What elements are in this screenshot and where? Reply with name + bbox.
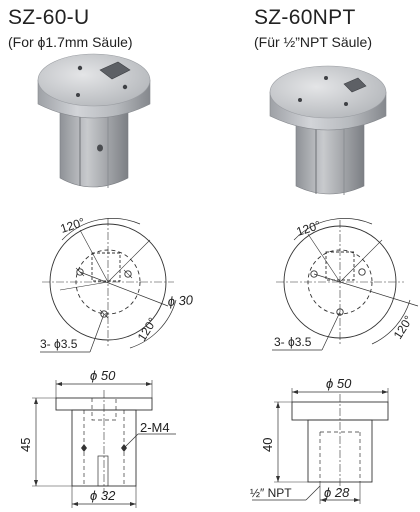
right-side-view — [252, 388, 389, 504]
right-thread-label: ½″ NPT — [250, 486, 292, 500]
right-holes-label: 3- ϕ3.5 — [274, 335, 312, 349]
left-top-socket — [91, 252, 121, 282]
left-holes-label: 3- ϕ3.5 — [40, 337, 78, 351]
left-top-view — [40, 218, 177, 353]
left-angle-bottom: 120° — [135, 315, 160, 344]
left-top-hole — [76, 268, 84, 276]
right-top-hole — [358, 268, 366, 276]
left-product-photo — [37, 53, 151, 188]
right-top-dia-label: ϕ 50 — [326, 376, 352, 391]
left-photo-screw-hole — [97, 144, 103, 152]
left-height-label: 45 — [18, 438, 33, 452]
left-top-dia-label: ϕ 50 — [90, 368, 116, 383]
right-product-photo — [269, 65, 387, 195]
right-angle-bottom: 120° — [391, 313, 416, 342]
left-top-hole — [100, 310, 108, 318]
left-bottom-dia-label: ϕ 32 — [90, 488, 116, 503]
right-title: SZ-60NPT — [254, 6, 356, 29]
right-top-hole — [310, 270, 318, 278]
left-top-hole — [124, 270, 132, 278]
right-bottom-dia-label: ϕ 28 — [324, 485, 350, 500]
right-top-view — [272, 218, 419, 351]
left-angle-top: 120° — [59, 215, 87, 236]
left-title: SZ-60-U — [8, 6, 90, 29]
left-subtitle: (For ϕ1.7mm Säule) — [8, 34, 133, 50]
right-subtitle: (Für ½”NPT Säule) — [254, 34, 372, 50]
left-screw-label: 2-M4 — [140, 420, 170, 435]
left-side-view — [32, 380, 176, 508]
left-diameter-label: ϕ 30 — [167, 292, 194, 309]
right-height-label: 40 — [260, 438, 275, 452]
right-top-hole — [336, 308, 344, 316]
